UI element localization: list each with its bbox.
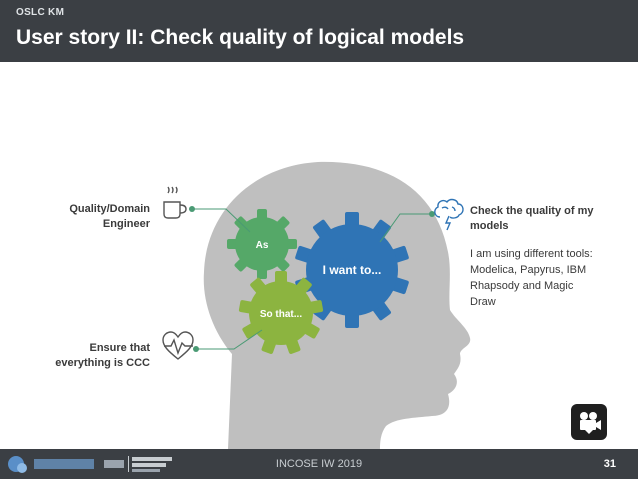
video-camera-button[interactable] [571,404,607,440]
gear-as-label: As [256,240,269,251]
connector-dot-role [189,206,195,212]
coffee-cup-icon [163,186,187,219]
partner-logos [8,456,172,473]
details-line-4: Draw [470,296,496,308]
goal-line-2: models [470,220,509,232]
brain-storm-icon [434,198,464,231]
connector-dot-goal [429,211,435,217]
benefit-line-2: everything is CCC [55,357,150,369]
footer-event: INCOSE IW 2019 [275,458,363,470]
ucm-logo [104,460,124,468]
details-line-3: Rhapsody and Magic [470,280,574,292]
connector-lines [192,208,432,350]
goal-label: Check the quality of my models [470,204,630,234]
details-line-1: I am using different tools: [470,248,593,260]
role-line-1: Quality/Domain [69,203,150,215]
header-bar: OSLC KM User story II: Check quality of … [0,0,638,62]
gear-so-that-label: So that... [260,309,302,320]
footer-bar: INCOSE IW 2019 31 [0,449,638,479]
benefit-label: Ensure that everything is CCC [20,341,150,371]
role-label: Quality/Domain Engineer [30,202,150,232]
gear-want-label: I want to... [323,263,382,277]
gear-i-want-to [295,212,409,328]
page-number: 31 [603,458,616,470]
benefit-line-1: Ensure that [89,342,150,354]
reuse-logo-wordmark [34,459,94,469]
heart-rate-icon [162,331,194,360]
connector-dot-benefit [193,346,199,352]
goal-line-1: Check the quality of my [470,205,594,217]
uc3m-logo [132,457,172,461]
goal-details: I am using different tools: Modelica, Pa… [470,246,630,310]
slide-title: User story II: Check quality of logical … [16,26,465,49]
role-line-2: Engineer [102,218,150,230]
details-line-2: Modelica, Papyrus, IBM [470,264,587,276]
head-gears-diagram: As I want to... So that... [162,161,471,449]
slide-content: As I want to... So that... [0,62,638,449]
gear-so-that [238,271,324,354]
section-kicker: OSLC KM [16,7,65,18]
video-camera-icon [580,412,601,434]
